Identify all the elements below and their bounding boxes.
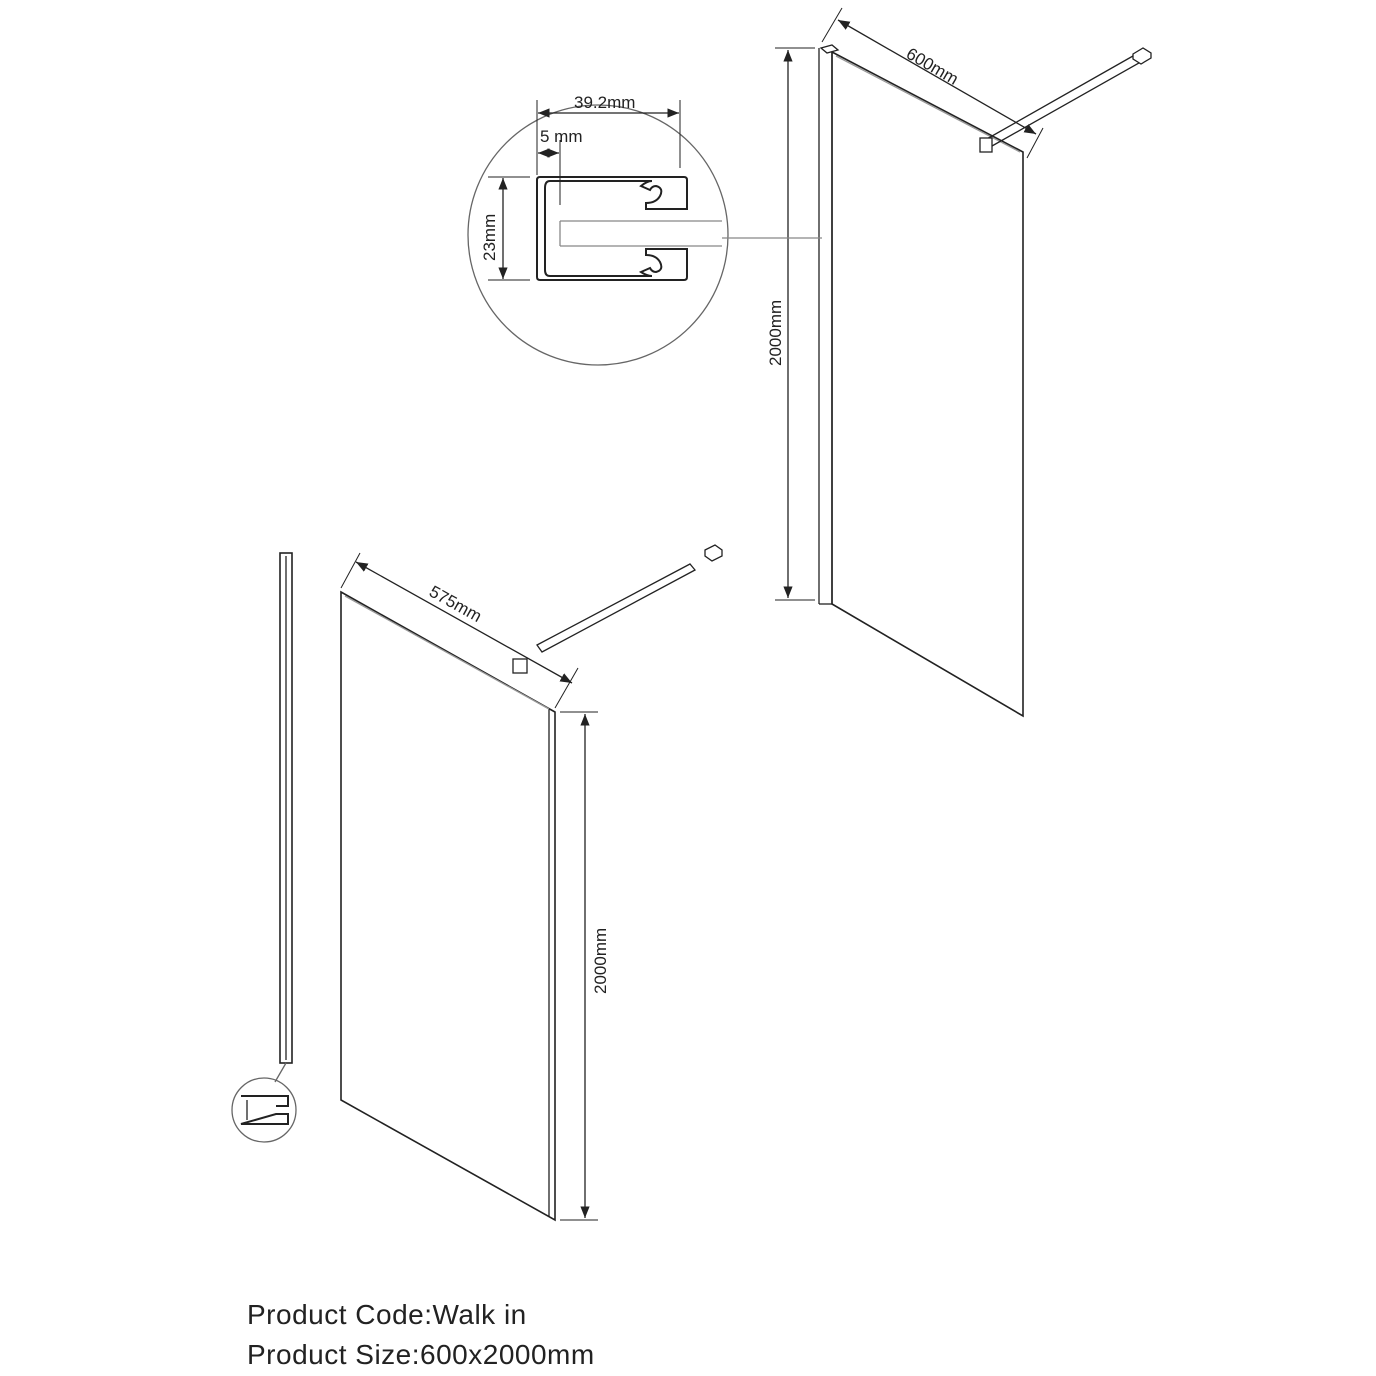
bottom-height-label: 2000mm [591,928,610,994]
bottom-width-dimension [340,552,579,709]
profile-detail [467,100,822,366]
top-height-dimension [775,47,815,601]
wall-profile [274,552,293,1083]
profile-width-label: 39.2mm [574,93,635,112]
top-support-bar [979,47,1152,153]
bottom-width-label: 575mm [426,582,485,626]
product-code-value: Walk in [432,1299,527,1330]
product-size-label: Product Size: [247,1339,421,1370]
product-code: Product Code:Walk in [247,1301,527,1329]
product-code-label: Product Code: [247,1299,433,1330]
product-size-value: 600x2000mm [420,1339,595,1370]
top-height-label: 2000mm [766,300,785,366]
bottom-height-dimension [560,711,598,1221]
profile-slot-label: 5 mm [540,127,583,146]
wall-profile-detail [231,1077,297,1143]
bottom-support-bar [512,544,723,674]
profile-height-label: 23mm [480,214,499,261]
bottom-glass-panel [340,590,556,1222]
product-size: Product Size:600x2000mm [247,1341,595,1369]
top-width-label: 600mm [903,44,962,89]
top-width-dimension [821,7,1044,159]
